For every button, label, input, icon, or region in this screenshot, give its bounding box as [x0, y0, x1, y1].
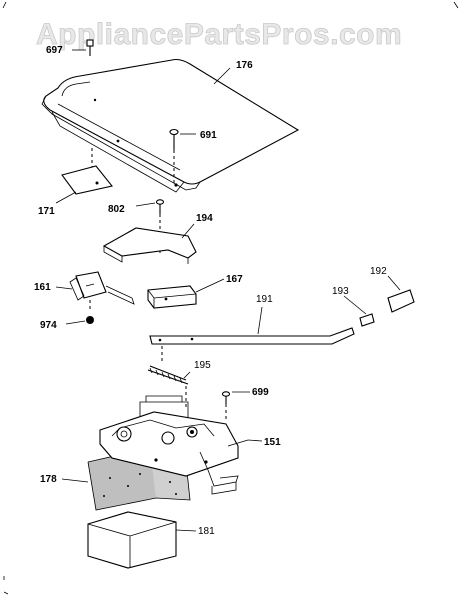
label-191: 191 — [256, 294, 273, 305]
leader-192 — [387, 275, 401, 291]
screw-699[interactable] — [221, 391, 231, 404]
label-151: 151 — [264, 437, 281, 448]
leader-176 — [213, 67, 231, 85]
cover-panel-176[interactable] — [41, 58, 300, 193]
leader-167 — [195, 278, 225, 293]
label-691: 691 — [200, 130, 217, 141]
clip-193[interactable] — [359, 313, 375, 327]
block-181[interactable] — [87, 511, 177, 569]
label-181: 181 — [198, 526, 215, 537]
spring-195[interactable] — [147, 365, 189, 385]
screw-802[interactable] — [155, 199, 165, 214]
knob-192[interactable] — [387, 289, 415, 313]
label-802: 802 — [108, 204, 125, 215]
rod-191[interactable] — [149, 327, 355, 345]
pad-171[interactable] — [61, 165, 113, 195]
label-194: 194 — [196, 213, 213, 224]
nut-974[interactable] — [86, 316, 94, 324]
corner-marks — [2, 1, 459, 9]
bracket-194[interactable] — [102, 227, 197, 264]
switch-161[interactable] — [69, 271, 135, 305]
leader-191 — [257, 306, 263, 335]
label-176: 176 — [236, 60, 253, 71]
label-192: 192 — [370, 266, 387, 277]
label-974: 974 — [40, 320, 57, 331]
leader-151 — [247, 439, 263, 442]
leader-193 — [343, 295, 367, 315]
leader-178 — [61, 478, 89, 483]
leader-195 — [183, 371, 191, 379]
label-699: 699 — [252, 387, 269, 398]
watermark: AppliancePartsPros.com — [36, 18, 402, 51]
leader-181 — [175, 529, 197, 532]
leader-974 — [65, 320, 86, 325]
leader-194 — [181, 223, 195, 239]
screw-697[interactable] — [86, 39, 94, 56]
label-195: 195 — [194, 360, 211, 371]
registration-marks — [3, 576, 9, 595]
label-697: 697 — [46, 45, 63, 56]
leader-161 — [55, 286, 73, 290]
mechanism-151[interactable] — [99, 395, 249, 495]
screw-691[interactable] — [169, 128, 179, 151]
block-167[interactable] — [147, 285, 197, 309]
label-161: 161 — [34, 282, 51, 293]
leader-171 — [55, 191, 77, 204]
label-193: 193 — [332, 286, 349, 297]
leader-802 — [135, 202, 156, 207]
label-171: 171 — [38, 206, 55, 217]
label-178: 178 — [40, 474, 57, 485]
label-167: 167 — [226, 274, 243, 285]
